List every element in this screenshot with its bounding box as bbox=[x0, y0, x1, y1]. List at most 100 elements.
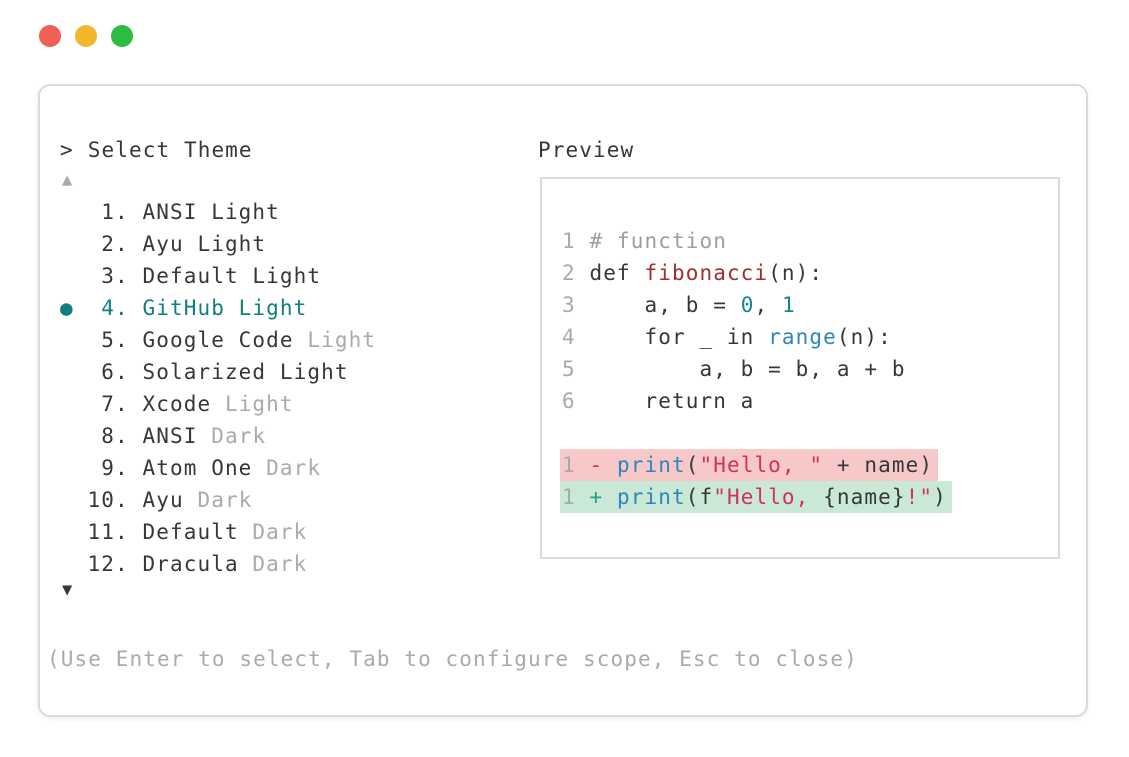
code-token: + bbox=[589, 485, 617, 509]
theme-name: Ayu bbox=[142, 488, 184, 512]
bullet-spacer bbox=[60, 424, 88, 448]
theme-list-item[interactable]: 9. Atom One Dark bbox=[60, 452, 376, 484]
diff-added-line: 1 + print(f"Hello, {name}!") bbox=[560, 481, 952, 513]
bullet-spacer bbox=[60, 360, 88, 384]
prompt-row: > Select Theme bbox=[60, 134, 253, 166]
code-token: for _ in bbox=[589, 325, 769, 349]
theme-list-item[interactable]: 5. Google Code Light bbox=[60, 324, 376, 356]
theme-list-item[interactable]: 11. Default Dark bbox=[60, 516, 376, 548]
line-number: 1 bbox=[562, 485, 590, 509]
code-token: a, b = bbox=[589, 293, 741, 317]
theme-number: 4. bbox=[87, 296, 143, 320]
line-number: 6 bbox=[562, 389, 590, 413]
theme-list-item[interactable]: ● 4. GitHub Light bbox=[60, 292, 376, 324]
theme-name: Google Code bbox=[142, 328, 294, 352]
theme-number: 9. bbox=[87, 456, 143, 480]
code-token: "Hello, bbox=[713, 485, 824, 509]
theme-number: 2. bbox=[87, 232, 143, 256]
scroll-down-icon[interactable]: ▼ bbox=[62, 580, 73, 600]
theme-list-item[interactable]: 8. ANSI Dark bbox=[60, 420, 376, 452]
theme-variant: Dark bbox=[252, 456, 322, 480]
code-token: # function bbox=[589, 229, 727, 253]
theme-list-item[interactable]: 1. ANSI Light bbox=[60, 196, 376, 228]
theme-number: 5. bbox=[87, 328, 143, 352]
bullet-spacer bbox=[60, 232, 88, 256]
bullet-spacer bbox=[60, 200, 88, 224]
bullet-spacer bbox=[60, 552, 88, 576]
theme-name: ANSI Light bbox=[142, 200, 280, 224]
code-token: a, b = b, a + b bbox=[589, 357, 906, 381]
line-number: 5 bbox=[562, 357, 590, 381]
diff-deleted-line: 1 - print("Hello, " + name) bbox=[560, 449, 952, 481]
code-token: print bbox=[617, 453, 686, 477]
bullet-spacer bbox=[60, 456, 88, 480]
zoom-button[interactable] bbox=[111, 25, 133, 47]
theme-number: 8. bbox=[87, 424, 143, 448]
bullet-spacer bbox=[60, 488, 88, 512]
code-token: 1 bbox=[781, 293, 796, 317]
prompt-symbol: > bbox=[60, 138, 74, 162]
line-number: 1 bbox=[562, 229, 590, 253]
code-token: fibonacci bbox=[644, 261, 769, 285]
code-token: def bbox=[589, 261, 645, 285]
code-token: return a bbox=[589, 389, 755, 413]
code-line: 3 a, b = 0, 1 bbox=[562, 289, 952, 321]
line-number: 1 bbox=[562, 453, 590, 477]
theme-number: 10. bbox=[87, 488, 143, 512]
theme-name: Solarized Light bbox=[142, 360, 349, 384]
line-number: 4 bbox=[562, 325, 590, 349]
theme-name: Default Light bbox=[142, 264, 322, 288]
bullet-spacer bbox=[60, 328, 88, 352]
hint-text: (Use Enter to select, Tab to configure s… bbox=[47, 647, 858, 671]
theme-list-item[interactable]: 7. Xcode Light bbox=[60, 388, 376, 420]
theme-variant: Dark bbox=[183, 488, 253, 512]
code-token: print bbox=[617, 485, 686, 509]
code-line: 2 def fibonacci(n): bbox=[562, 257, 952, 289]
diff-deleted-highlight: 1 - print("Hello, " + name) bbox=[560, 449, 939, 481]
theme-list-item[interactable]: 3. Default Light bbox=[60, 260, 376, 292]
minimize-button[interactable] bbox=[75, 25, 97, 47]
diff-added-highlight: 1 + print(f"Hello, {name}!") bbox=[560, 481, 952, 513]
theme-variant: Dark bbox=[197, 424, 267, 448]
picker-title: Select Theme bbox=[87, 138, 253, 162]
code-token: !" bbox=[905, 485, 934, 509]
code-token: 0 bbox=[740, 293, 755, 317]
close-button[interactable] bbox=[39, 25, 61, 47]
line-number: 2 bbox=[562, 261, 590, 285]
code-token: ( bbox=[685, 453, 700, 477]
code-line: 5 a, b = b, a + b bbox=[562, 353, 952, 385]
theme-name: GitHub Light bbox=[142, 296, 308, 320]
code-token: - bbox=[589, 453, 617, 477]
theme-number: 11. bbox=[87, 520, 143, 544]
theme-number: 1. bbox=[87, 200, 143, 224]
code-token: (n): bbox=[836, 325, 892, 349]
code-token: "Hello, " bbox=[699, 453, 824, 477]
theme-list-item[interactable]: 6. Solarized Light bbox=[60, 356, 376, 388]
code-line: 6 return a bbox=[562, 385, 952, 417]
theme-name: Default bbox=[142, 520, 239, 544]
theme-name: Ayu Light bbox=[142, 232, 267, 256]
code-token: + name) bbox=[823, 453, 934, 477]
code-token: , bbox=[754, 293, 782, 317]
blank-line bbox=[562, 417, 952, 449]
code-token: ) bbox=[933, 485, 947, 509]
line-number: 3 bbox=[562, 293, 590, 317]
theme-picker-window: > Select Theme ▲ 1. ANSI Light 2. Ayu Lig… bbox=[38, 84, 1088, 717]
code-line: 1 # function bbox=[562, 225, 952, 257]
theme-list-item[interactable]: 2. Ayu Light bbox=[60, 228, 376, 260]
code-line: 4 for _ in range(n): bbox=[562, 321, 952, 353]
theme-name: ANSI bbox=[142, 424, 198, 448]
scroll-up-icon[interactable]: ▲ bbox=[62, 170, 73, 190]
bullet-spacer bbox=[60, 520, 88, 544]
theme-variant: Light bbox=[211, 392, 294, 416]
theme-list-item[interactable]: 10. Ayu Dark bbox=[60, 484, 376, 516]
theme-list-item[interactable]: 12. Dracula Dark bbox=[60, 548, 376, 580]
theme-variant: Dark bbox=[238, 552, 308, 576]
theme-number: 6. bbox=[87, 360, 143, 384]
theme-name: Atom One bbox=[142, 456, 253, 480]
theme-name: Xcode bbox=[142, 392, 212, 416]
code-token: (f bbox=[685, 485, 714, 509]
